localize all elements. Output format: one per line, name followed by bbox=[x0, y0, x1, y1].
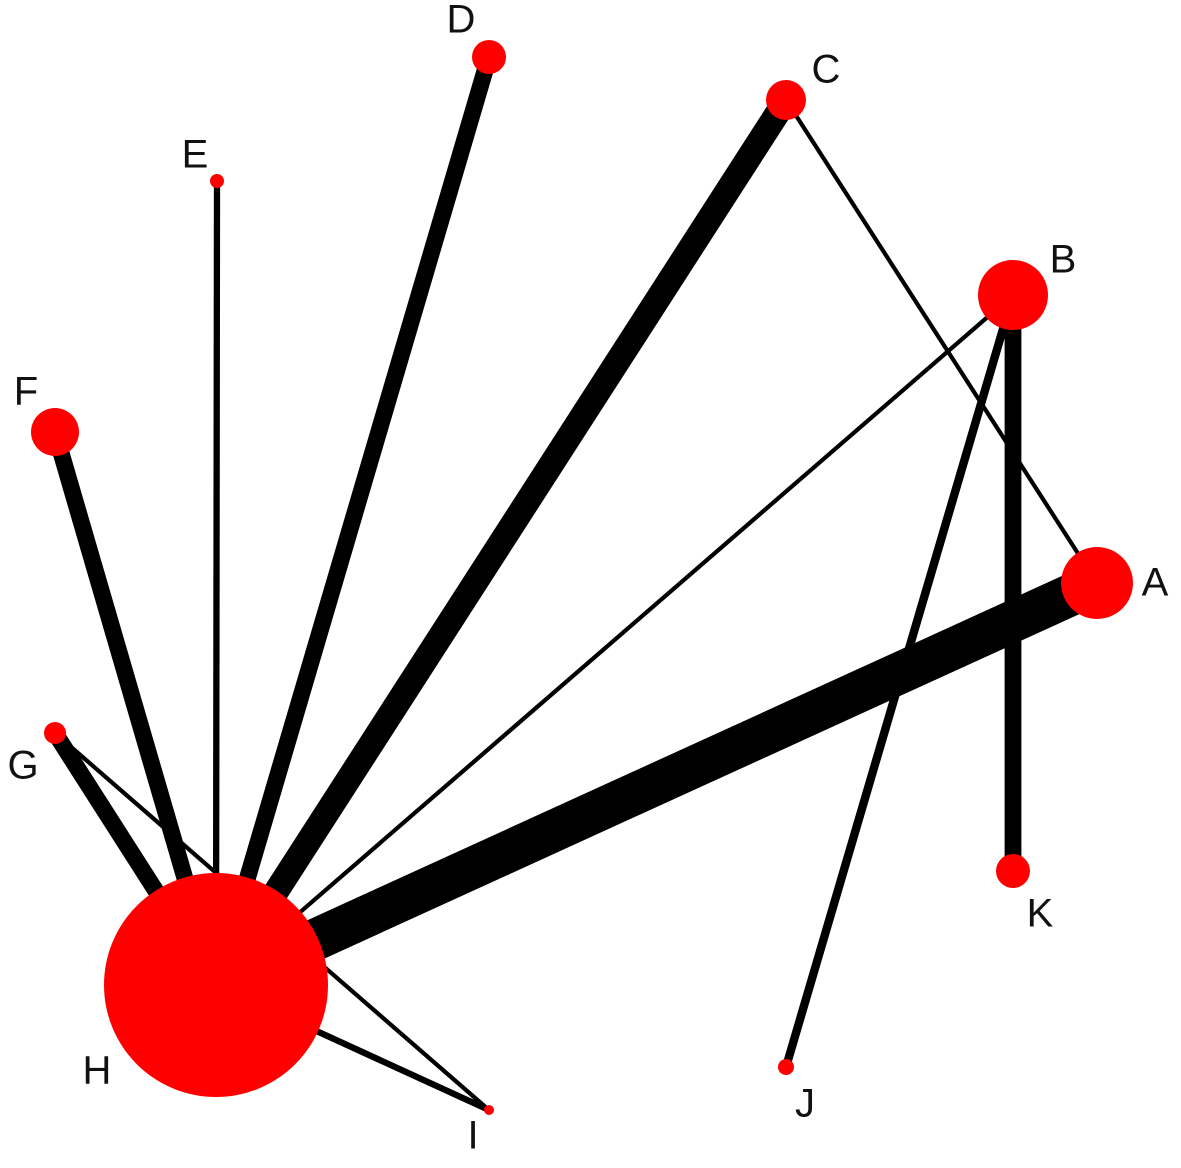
edge-h-a bbox=[207, 563, 1106, 1005]
node-label-k: K bbox=[1027, 892, 1054, 936]
node-h bbox=[104, 873, 328, 1097]
node-k bbox=[996, 854, 1030, 888]
edge-c-a bbox=[784, 98, 1099, 585]
node-label-a: A bbox=[1142, 561, 1169, 605]
node-e bbox=[210, 174, 224, 188]
node-label-h: H bbox=[83, 1049, 112, 1093]
node-c bbox=[766, 80, 806, 120]
node-g bbox=[44, 722, 66, 744]
node-label-b: B bbox=[1050, 238, 1077, 282]
node-label-i: I bbox=[467, 1114, 478, 1158]
node-f bbox=[31, 408, 79, 456]
node-label-c: C bbox=[812, 48, 841, 92]
label-layer: A B C D E F G H I J K bbox=[7, 0, 1168, 1158]
node-label-j: J bbox=[795, 1082, 815, 1126]
node-i bbox=[484, 1105, 494, 1115]
edge-layer bbox=[46, 54, 1106, 1113]
node-j bbox=[778, 1059, 794, 1075]
node-a bbox=[1061, 547, 1133, 619]
node-label-e: E bbox=[182, 133, 209, 177]
edge-h-c bbox=[205, 93, 797, 992]
node-b bbox=[978, 260, 1048, 330]
edge-h-e bbox=[212, 180, 221, 986]
edge-b-j bbox=[781, 293, 1018, 1069]
node-label-g: G bbox=[7, 744, 38, 788]
node-d bbox=[472, 40, 506, 74]
node-label-f: F bbox=[14, 370, 38, 414]
node-layer bbox=[31, 40, 1133, 1115]
edge-h-b bbox=[214, 293, 1015, 987]
edge-h-d bbox=[207, 54, 498, 988]
node-label-d: D bbox=[447, 0, 476, 42]
